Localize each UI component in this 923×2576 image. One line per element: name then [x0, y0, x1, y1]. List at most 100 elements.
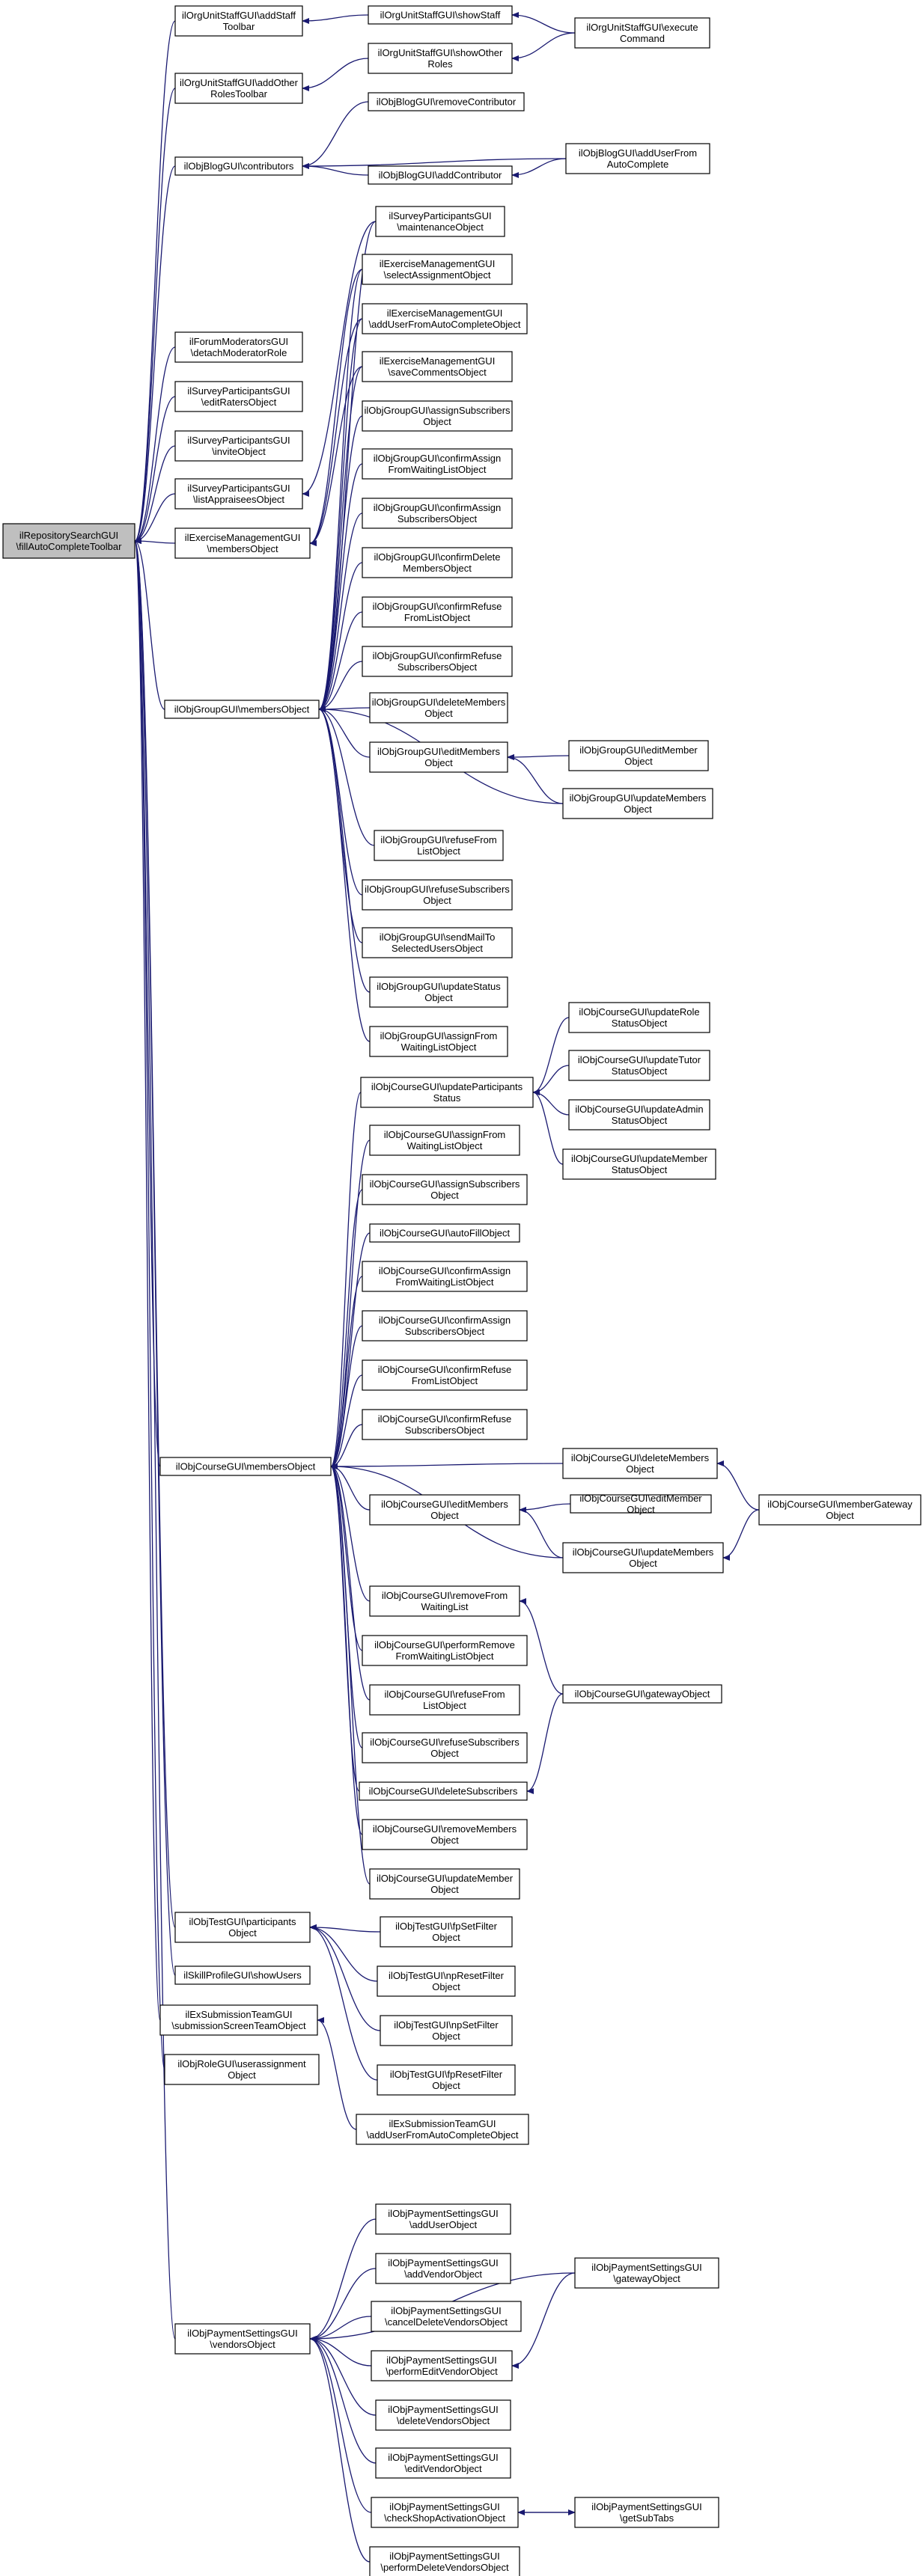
graph-node[interactable]: ilObjCourseGUI\confirmAssignFromWaitingL… — [362, 1261, 528, 1292]
graph-node[interactable]: ilObjPaymentSettingsGUI\vendorsObject — [174, 2323, 311, 2355]
graph-node[interactable]: ilObjCourseGUI\confirmAssignSubscribersO… — [362, 1310, 528, 1341]
call-edge — [532, 1089, 570, 1116]
call-edge — [330, 1463, 371, 1602]
graph-node[interactable]: ilObjPaymentSettingsGUI\checkShopActivat… — [371, 2497, 519, 2528]
node-label: \editVendorObject — [404, 2463, 482, 2474]
graph-node[interactable]: ilObjCourseGUI\autoFillObject — [369, 1223, 520, 1243]
graph-node[interactable]: ilForumModeratorsGUI\detachModeratorRole — [174, 331, 303, 363]
node-label: ilExSubmissionTeamGUI — [185, 2009, 292, 2020]
graph-node[interactable]: ilSurveyParticipantsGUI\maintenanceObjec… — [375, 206, 505, 237]
call-edge — [330, 1463, 371, 1885]
call-edge — [330, 1092, 362, 1469]
node-box — [2, 523, 135, 559]
node-label: ilObjPaymentSettingsGUI — [388, 2452, 498, 2463]
graph-node[interactable]: ilObjBlogGUI\removeContributor — [368, 92, 525, 111]
graph-node[interactable]: ilObjPaymentSettingsGUI\deleteVendorsObj… — [375, 2399, 511, 2431]
graph-node[interactable]: ilObjGroupGUI\sendMailToSelectedUsersObj… — [362, 927, 513, 958]
graph-node[interactable]: ilExerciseManagementGUI\addUserFromAutoC… — [362, 303, 528, 334]
node-label: ilObjGroupGUI\updateMembers — [570, 792, 707, 804]
graph-node[interactable]: ilSurveyParticipantsGUI\editRatersObject — [174, 381, 303, 412]
node-label: ilObjCourseGUI\editMembers — [381, 1499, 508, 1510]
graph-node[interactable]: ilObjBlogGUI\contributors — [174, 156, 303, 176]
graph-node[interactable]: ilObjGroupGUI\confirmAssignSubscribersOb… — [362, 498, 513, 529]
graph-node[interactable]: ilOrgUnitStaffGUI\showStaff — [368, 5, 513, 25]
graph-node[interactable]: ilObjPaymentSettingsGUI\cancelDeleteVend… — [371, 2301, 522, 2332]
graph-node[interactable]: ilObjCourseGUI\performRemoveFromWaitingL… — [362, 1635, 528, 1666]
call-edge — [507, 754, 564, 804]
graph-node[interactable]: ilObjCourseGUI\assignFromWaitingListObje… — [369, 1125, 520, 1156]
graph-node[interactable]: ilObjCourseGUI\gatewayObject — [562, 1684, 722, 1704]
graph-node[interactable]: ilObjCourseGUI\confirmRefuseFromListObje… — [362, 1359, 528, 1391]
graph-node[interactable]: ilSurveyParticipantsGUI\inviteObject — [174, 430, 303, 462]
node-box — [356, 2114, 529, 2145]
graph-node[interactable]: ilObjPaymentSettingsGUI\performDeleteVen… — [369, 2546, 520, 2576]
node-label: ilObjGroupGUI\membersObject — [174, 704, 310, 715]
graph-node[interactable]: ilObjPaymentSettingsGUI\addUserObject — [375, 2203, 511, 2235]
graph-node[interactable]: ilObjBlogGUI\addUserFromAutoComplete — [565, 143, 710, 174]
graph-node[interactable]: ilObjPaymentSettingsGUI\gatewayObject — [574, 2257, 719, 2289]
graph-node[interactable]: ilObjGroupGUI\confirmRefuseFromListObjec… — [362, 596, 513, 628]
node-label: ilObjPaymentSettingsGUI — [388, 2257, 498, 2268]
graph-node[interactable]: ilExSubmissionTeamGUI\addUserFromAutoCom… — [356, 2114, 529, 2145]
graph-node[interactable]: ilObjGroupGUI\confirmAssignFromWaitingLi… — [362, 448, 513, 480]
graph-node[interactable]: ilExerciseManagementGUI\membersObject — [174, 527, 311, 559]
graph-node[interactable]: ilObjCourseGUI\membersObject — [159, 1457, 332, 1476]
call-edge — [309, 269, 363, 546]
graph-node[interactable]: ilSurveyParticipantsGUI\listAppraiseesOb… — [174, 478, 303, 510]
graph-node[interactable]: ilExSubmissionTeamGUI\submissionScreenTe… — [159, 2004, 318, 2036]
graph-node[interactable]: ilRepositorySearchGUI\fillAutoCompleteTo… — [2, 523, 135, 559]
graph-node[interactable]: ilObjPaymentSettingsGUI\getSubTabs — [574, 2497, 719, 2528]
node-box — [174, 2323, 311, 2355]
graph-node[interactable]: ilObjGroupGUI\assignFromWaitingListObjec… — [369, 1026, 508, 1057]
graph-node[interactable]: ilObjPaymentSettingsGUI\addVendorObject — [375, 2253, 511, 2284]
graph-node[interactable]: ilSkillProfileGUI\showUsers — [174, 1965, 311, 1985]
graph-node[interactable]: ilExerciseManagementGUI\saveCommentsObje… — [362, 351, 513, 382]
graph-node[interactable]: ilObjGroupGUI\membersObject — [164, 700, 320, 719]
node-box — [362, 1819, 528, 1850]
graph-node[interactable]: ilObjGroupGUI\confirmRefuseSubscribersOb… — [362, 646, 513, 677]
graph-node[interactable]: ilObjPaymentSettingsGUI\performEditVendo… — [371, 2350, 513, 2381]
graph-node[interactable]: ilObjCourseGUI\confirmRefuseSubscribersO… — [362, 1409, 528, 1440]
graph-node[interactable]: ilObjPaymentSettingsGUI\editVendorObject — [375, 2447, 511, 2479]
node-box — [369, 741, 508, 773]
graph-node[interactable]: ilObjCourseGUI\deleteSubscribers — [359, 1781, 528, 1801]
graph-node[interactable]: ilExerciseManagementGUI\selectAssignment… — [362, 254, 513, 285]
graph-node[interactable]: ilObjBlogGUI\addContributor — [368, 165, 513, 185]
node-box — [562, 1148, 716, 1180]
